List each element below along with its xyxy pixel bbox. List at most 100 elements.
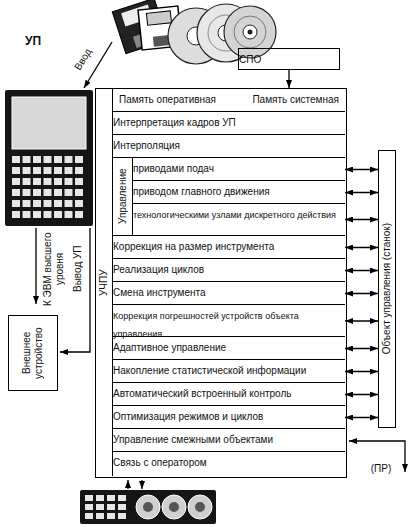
group-label: УЧПУ — [96, 89, 112, 477]
function-row: Оптимизация режимов и циклов — [112, 406, 345, 429]
node-text: Оптимизация режимов и циклов — [113, 411, 263, 422]
function-row: Смена инструмента — [112, 282, 345, 305]
function-row: Автоматический встроенный контроль — [112, 383, 345, 406]
key — [65, 156, 73, 163]
key — [23, 156, 31, 163]
connector-arrow — [345, 169, 378, 170]
function-row: приводами подач — [132, 158, 345, 181]
node-text: Реализация циклов — [113, 264, 204, 275]
node-text: Память оперативная — [119, 94, 216, 106]
node-text: Коррекция погрешностей устройств объекта… — [113, 311, 299, 339]
key — [118, 504, 126, 510]
robot-label: (ПР) — [362, 463, 400, 477]
key — [65, 178, 73, 185]
panel-arrow — [141, 480, 142, 489]
key — [12, 178, 20, 185]
key — [75, 189, 83, 196]
panel-arrow — [127, 480, 128, 489]
output-arrow — [60, 228, 90, 352]
function-row: Память оперативная Память системная — [112, 89, 345, 112]
key — [75, 167, 83, 174]
machine-box: Объект управления (станок) — [378, 150, 396, 428]
cnc-frame: УЧПУ Память оперативная Память системнаяИн… — [95, 88, 347, 478]
node-text: Связь с оператором — [113, 457, 207, 468]
operator-panel — [80, 490, 216, 524]
key — [12, 211, 20, 218]
connector-arrow — [345, 417, 378, 418]
connector-arrow — [345, 270, 378, 271]
key — [85, 495, 93, 501]
key — [12, 200, 20, 207]
function-row: Адаптивное управление — [112, 337, 345, 360]
function-row: технологическими узлами дискретного дейс… — [132, 204, 345, 235]
node-text: Автоматический встроенный контроль — [113, 388, 291, 399]
key — [54, 156, 62, 163]
function-row: Коррекция погрешностей устройств объекта… — [112, 305, 345, 337]
key — [12, 156, 20, 163]
key — [75, 200, 83, 207]
key — [23, 189, 31, 196]
key — [54, 178, 62, 185]
program-label: УП — [18, 34, 48, 50]
node-text: Внешнее устройство — [21, 319, 45, 387]
key — [96, 513, 104, 519]
key — [33, 156, 41, 163]
function-row: Интерпретация кадров УП — [112, 112, 345, 135]
operator-terminal — [5, 90, 93, 226]
key — [44, 200, 52, 207]
key — [44, 156, 52, 163]
function-row: Управление смежными объектами — [112, 429, 345, 452]
node-text: приводами подач — [133, 163, 214, 174]
key — [33, 189, 41, 196]
key — [65, 200, 73, 207]
key — [75, 156, 83, 163]
node-text: Накопление статистической информации — [113, 365, 306, 376]
key — [23, 200, 31, 207]
connector-arrow — [345, 320, 378, 321]
node-text: Интерпретация кадров УП — [113, 117, 236, 128]
key — [23, 211, 31, 218]
key — [44, 211, 52, 218]
node-text: технологическими узлами дискретного дейс… — [133, 210, 336, 220]
group-label: Управление — [113, 158, 132, 235]
key — [75, 178, 83, 185]
connector-arrow — [345, 293, 378, 294]
key — [96, 495, 104, 501]
key — [33, 167, 41, 174]
key — [12, 167, 20, 174]
connector-arrow — [288, 70, 289, 88]
key — [75, 211, 83, 218]
node-text: СПО — [239, 54, 261, 65]
key — [107, 495, 115, 501]
function-row: Накопление статистической информации — [112, 360, 345, 383]
function-row: приводом главного движения — [132, 181, 345, 204]
key — [118, 513, 126, 519]
host-link-arrow — [35, 228, 36, 304]
connector-arrow — [345, 371, 378, 372]
connector-arrow — [345, 219, 378, 220]
key — [44, 178, 52, 185]
key — [44, 167, 52, 174]
key — [65, 167, 73, 174]
connector-arrow — [345, 348, 378, 349]
key — [23, 178, 31, 185]
function-row: Связь с оператором — [112, 452, 345, 476]
node-text: Память системная — [252, 94, 339, 106]
node-text: Коррекция на размер инструмента — [113, 241, 274, 252]
key — [33, 211, 41, 218]
key — [54, 211, 62, 218]
node-text: Смена инструмента — [113, 287, 206, 298]
key — [107, 504, 115, 510]
key — [118, 495, 126, 501]
key — [54, 189, 62, 196]
node-text: Интерполяция — [113, 140, 180, 151]
control-group: Управлениеприводами подач приводом главно… — [112, 158, 345, 236]
key — [44, 189, 52, 196]
software-box: СПО — [238, 48, 340, 70]
key — [33, 178, 41, 185]
function-row: Реализация циклов — [112, 259, 345, 282]
key — [65, 189, 73, 196]
node-text: приводом главного движения — [133, 186, 270, 197]
key — [65, 211, 73, 218]
key — [54, 167, 62, 174]
